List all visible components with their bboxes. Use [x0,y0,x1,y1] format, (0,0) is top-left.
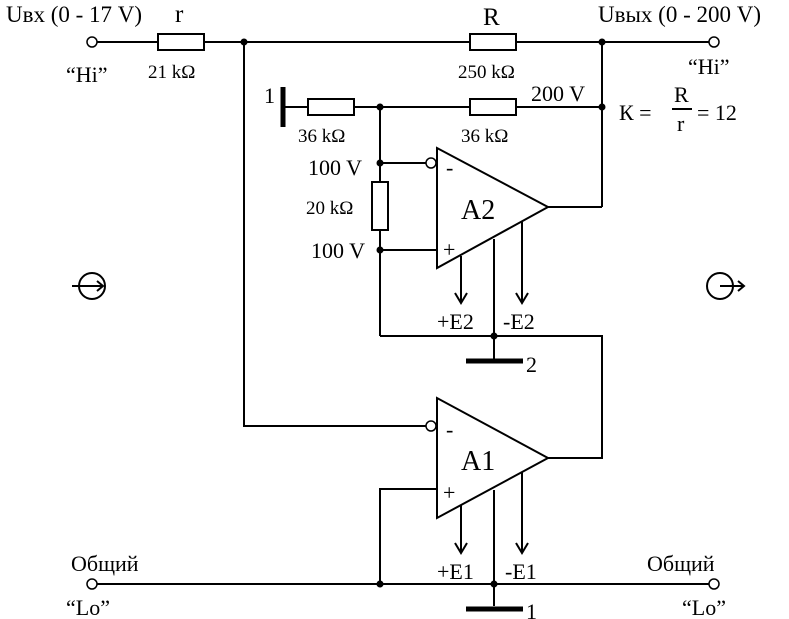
a1-minus-sign: - [446,417,453,442]
node-1-bottom-label: 1 [526,599,537,619]
resistor-36k-left [307,98,355,116]
gain-value: = 12 [697,100,737,125]
node-junction [376,580,384,588]
opamp-a1 [436,396,551,520]
terminal-hi-in[interactable] [86,36,98,48]
wire-feedback-a1 [243,42,426,427]
supply-e1-plus-label: +E1 [437,559,474,584]
hi-right-label: “Hi” [688,54,730,79]
resistor-r-value: 21 kΩ [148,62,195,83]
supply-e2-minus-label: -E2 [503,309,535,334]
resistor-r [157,33,205,51]
chassis-out-icon [706,272,746,300]
node-junction [598,103,606,111]
hi-left-label: “Hi” [66,62,108,87]
gain-numerator: R [674,82,689,107]
resistor-36k-right [469,98,517,116]
node-junction [490,332,498,340]
resistor-36k-right-value: 36 kΩ [461,126,508,147]
a2-minus-sign: - [446,155,453,180]
opamp-a2 [436,146,551,270]
arrow-icon [515,292,529,305]
gain-prefix: К = [619,100,652,125]
voltage-100-bottom-label: 100 V [311,238,365,263]
supply-e2-plus-label: +E2 [437,309,474,334]
resistor-R-value: 250 kΩ [458,62,515,83]
resistor-36k-left-value: 36 kΩ [298,126,345,147]
terminal-lo-out[interactable] [708,578,720,590]
terminal-lo-in[interactable] [86,578,98,590]
terminal-hi-out[interactable] [708,36,720,48]
common-left-label: Общий [71,551,139,576]
output-voltage-label: Uвых (0 - 200 V) [598,2,761,27]
resistor-R-name: R [483,4,500,31]
wire-a1-plus [379,488,437,584]
resistor-20k [371,181,389,231]
input-voltage-label: Uвх (0 - 17 V) [6,2,142,27]
common-right-label: Общий [647,551,715,576]
arrow-icon [454,292,468,305]
a1-plus-sign: + [443,480,455,505]
voltage-200-label: 200 V [531,81,585,106]
node-junction [490,580,498,588]
chassis-in-icon [72,272,106,300]
resistor-r-name: r [175,1,184,28]
arrow-icon [515,542,529,555]
voltage-100-top-label: 100 V [308,155,362,180]
a2-label: A2 [461,195,495,226]
lo-right-label: “Lo” [682,595,726,619]
lo-left-label: “Lo” [66,595,110,619]
resistor-20k-value: 20 kΩ [306,198,353,219]
a2-inverting-input [425,157,437,169]
resistor-R [469,33,517,51]
gain-denominator: r [677,111,685,136]
supply-e1-minus-label: -E1 [505,559,537,584]
a1-label: A1 [461,446,495,477]
node-2-label: 2 [526,352,537,377]
arrow-icon [454,542,468,555]
a1-inverting-input [425,420,437,432]
node-1-label: 1 [264,83,275,108]
a2-plus-sign: + [443,237,455,262]
